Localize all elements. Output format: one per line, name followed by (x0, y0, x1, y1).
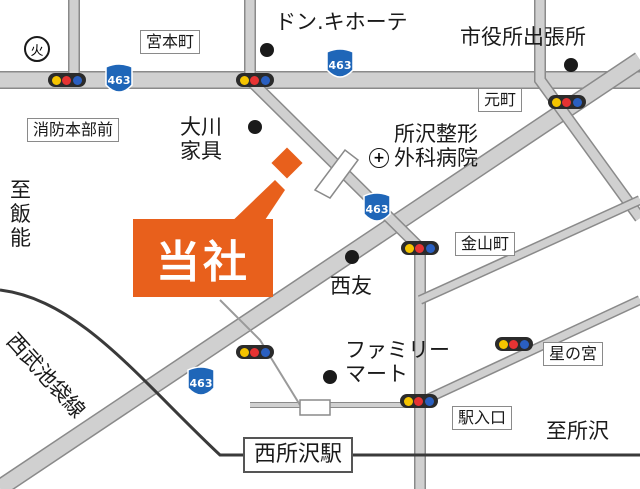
road-small (219, 299, 301, 406)
traffic-light-icon (400, 394, 438, 408)
traffic-light-icon (548, 95, 586, 109)
hospital-icon: + (369, 148, 389, 168)
landmark-city-office-label: 市役所出張所 (460, 25, 586, 49)
hospital-building (313, 148, 360, 199)
landmark-familymart-dot (323, 370, 337, 384)
landmark-donki-dot (260, 43, 274, 57)
landmark-city-office-dot (564, 58, 578, 72)
traffic-light-icon (48, 73, 86, 87)
station-building (299, 399, 331, 416)
traffic-light-icon (236, 73, 274, 87)
intersection-hoshinomiya-label: 星の宮 (543, 342, 604, 366)
rail (0, 288, 640, 457)
route-shield-icon: 463 (186, 366, 216, 400)
route-shield-icon: 463 (104, 63, 134, 97)
landmark-okawa-dot (248, 120, 262, 134)
fire-station-icon: 火 (24, 36, 50, 62)
rail-line (0, 288, 640, 457)
direction-tokorozawa-label: 至所沢 (546, 419, 609, 443)
intersection-kanayama-label: 金山町 (455, 232, 516, 256)
route-shield-icon: 463 (362, 192, 392, 226)
traffic-light-icon (236, 345, 274, 359)
company-location-label: 当社 (133, 219, 273, 297)
intersection-shoubou-label: 消防本部前 (27, 118, 120, 142)
intersection-motomachi-label: 元町 (478, 88, 523, 112)
intersection-ekiiriguchi-label: 駅入口 (452, 406, 513, 430)
landmark-nishitomo-label: 西友 (330, 274, 372, 298)
route-shield-icon: 463 (325, 48, 355, 82)
landmark-familymart-label: ファミリー マート (345, 338, 450, 387)
landmark-donki-label: ドン.キホーテ (275, 10, 408, 34)
landmark-nishitomo-dot (345, 250, 359, 264)
intersection-miyamoto-label: 宮本町 (140, 30, 201, 54)
landmark-hospital-label: 所沢整形 外科病院 (394, 122, 478, 171)
station-label: 西所沢駅 (243, 437, 354, 473)
traffic-light-icon (401, 241, 439, 255)
direction-hanno-label: 至飯能 (10, 178, 31, 251)
landmark-okawa-label: 大川 家具 (180, 115, 222, 164)
traffic-light-icon (495, 337, 533, 351)
